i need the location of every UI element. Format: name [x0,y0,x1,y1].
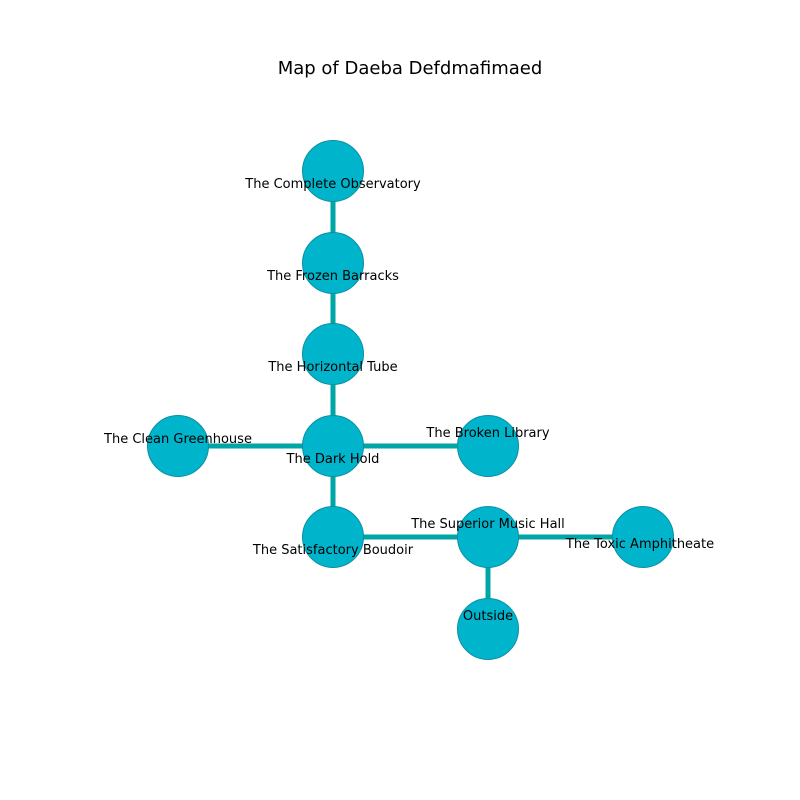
room-label-toxic-amphitheate: The Toxic Amphitheate [565,537,714,552]
room-label-clean-greenhouse: The Clean Greenhouse [103,432,252,447]
room-label-frozen-barracks: The Frozen Barracks [266,269,399,284]
room-node-clean-greenhouse [147,415,209,477]
room-label-dark-hold: The Dark Hold [286,452,380,467]
room-node-dark-hold [302,415,364,477]
room-label-satisfactory-boudoir: The Satisfactory Boudoir [252,543,414,558]
room-node-superior-music-hall [457,506,519,568]
map-title: Map of Daeba Defdmafimaed [278,58,543,79]
room-node-toxic-amphitheate [612,506,674,568]
room-label-superior-music-hall: The Superior Music Hall [410,517,565,532]
room-label-outside: Outside [463,609,513,624]
room-node-horizontal-tube [302,323,364,385]
connection-layer [178,171,643,629]
room-label-broken-library: The Broken Library [425,426,549,441]
room-node-broken-library [457,415,519,477]
room-layer [147,140,674,660]
room-node-frozen-barracks [302,232,364,294]
room-node-complete-observatory [302,140,364,202]
room-node-outside [457,598,519,660]
room-node-satisfactory-boudoir [302,506,364,568]
room-label-horizontal-tube: The Horizontal Tube [267,360,397,375]
room-label-complete-observatory: The Complete Observatory [244,177,421,192]
